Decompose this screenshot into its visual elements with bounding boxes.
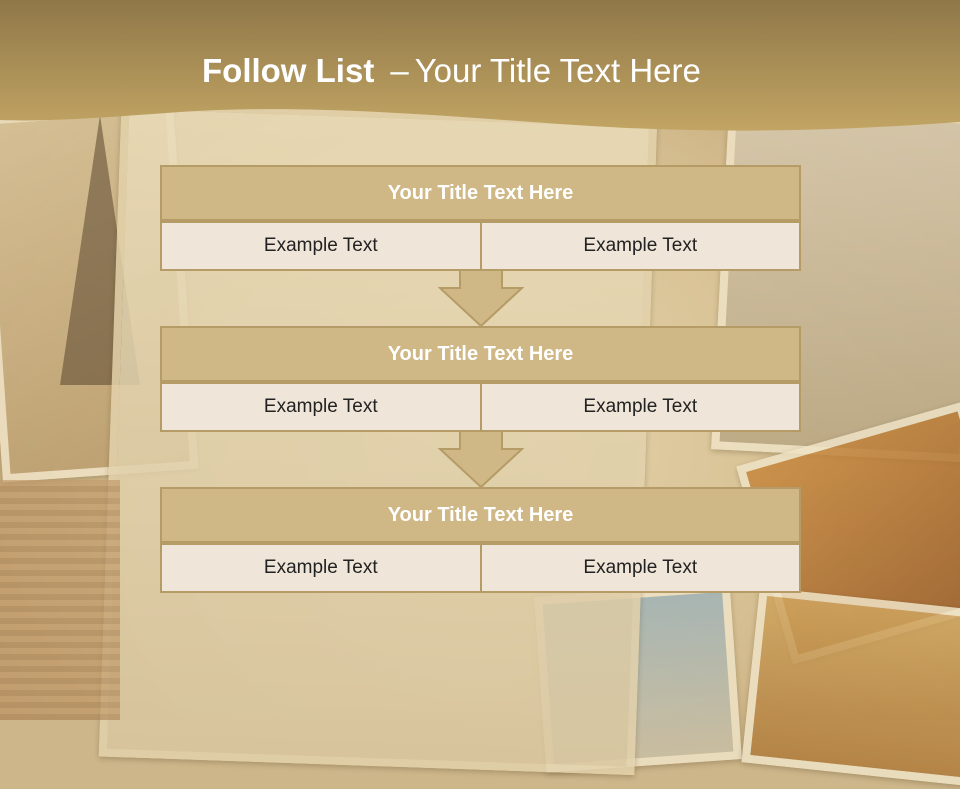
wood-texture xyxy=(0,480,120,720)
down-arrow-icon xyxy=(438,431,524,489)
block-cell-left: Example Text xyxy=(160,382,482,432)
page-title: Follow List–Your Title Text Here xyxy=(0,52,960,90)
block-cell-left: Example Text xyxy=(160,221,482,271)
block-cell-right: Example Text xyxy=(481,382,801,432)
block-cell-right: Example Text xyxy=(481,221,801,271)
banner-shape xyxy=(0,0,960,131)
list-block-1: Your Title Text Here Example Text Exampl… xyxy=(160,165,801,271)
block-title: Your Title Text Here xyxy=(160,165,801,221)
title-dash: – xyxy=(390,52,409,89)
block-title: Your Title Text Here xyxy=(160,326,801,382)
block-cell-left: Example Text xyxy=(160,543,482,593)
block-cell-right: Example Text xyxy=(481,543,801,593)
block-row: Example Text Example Text xyxy=(160,221,801,271)
block-title: Your Title Text Here xyxy=(160,487,801,543)
down-arrow-icon xyxy=(438,270,524,328)
list-block-2: Your Title Text Here Example Text Exampl… xyxy=(160,326,801,432)
block-row: Example Text Example Text xyxy=(160,543,801,593)
title-banner: Follow List–Your Title Text Here xyxy=(0,0,960,140)
title-rest: Your Title Text Here xyxy=(414,52,701,89)
list-block-3: Your Title Text Here Example Text Exampl… xyxy=(160,487,801,593)
title-bold: Follow List xyxy=(202,52,375,89)
block-row: Example Text Example Text xyxy=(160,382,801,432)
building-photo xyxy=(741,587,960,789)
